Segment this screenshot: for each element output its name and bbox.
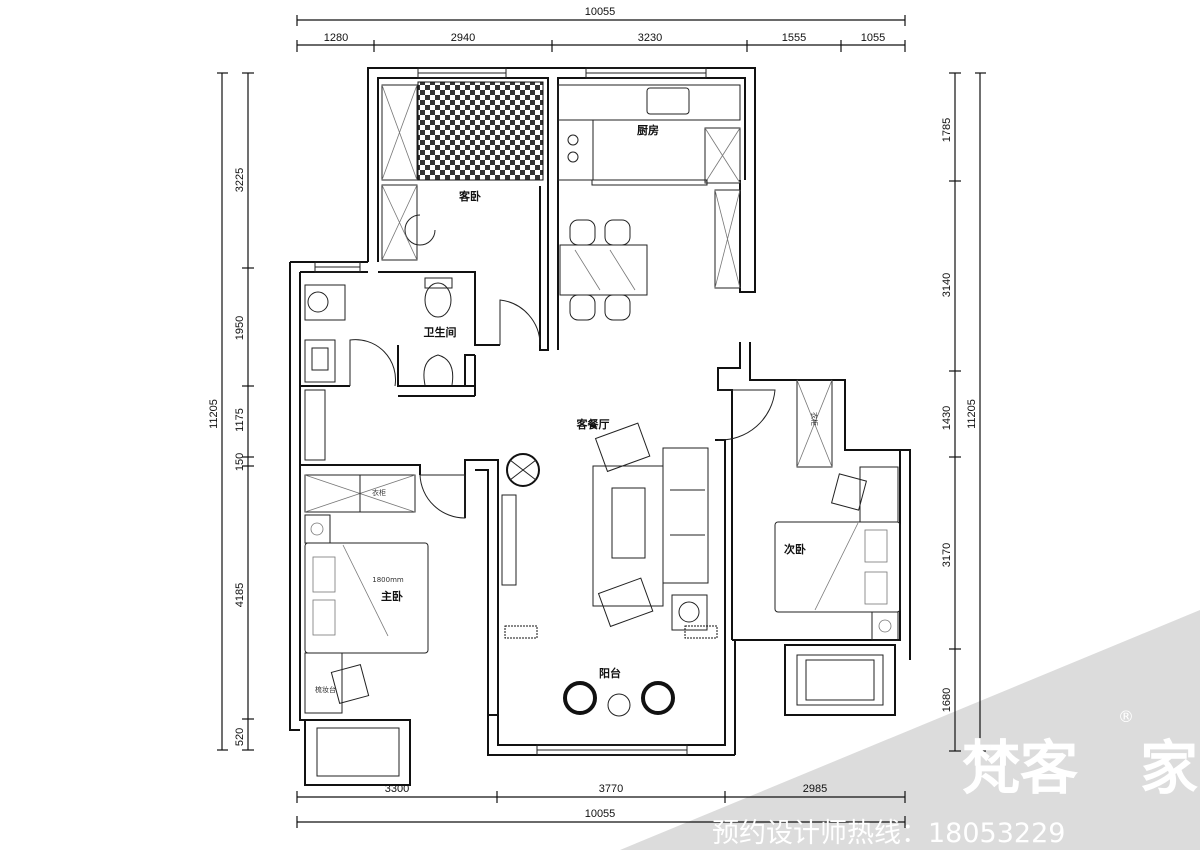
balcony-furniture xyxy=(563,681,675,717)
left-dimensions: 11205 3225 1950 1175 150 4185 520 xyxy=(208,72,254,751)
dim-bottom-3: 2985 xyxy=(803,783,827,795)
label-wardrobe-master: 衣柜 xyxy=(372,488,386,497)
bathroom-fixtures xyxy=(304,277,454,386)
dim-right-2: 3140 xyxy=(941,273,953,297)
dim-top-5: 1055 xyxy=(861,32,885,44)
dim-right-4: 3170 xyxy=(941,543,953,567)
dim-right-3: 1430 xyxy=(941,406,953,430)
dim-left-3: 1175 xyxy=(234,408,246,432)
label-balcony: 阳台 xyxy=(599,666,621,680)
second-bedroom-furniture xyxy=(774,379,901,641)
dim-left-2: 1950 xyxy=(234,316,246,340)
label-master-bed-size: 1800mm xyxy=(372,576,404,584)
dim-right-5: 1680 xyxy=(941,688,953,712)
walls xyxy=(289,67,911,786)
living-room-furniture xyxy=(501,422,718,639)
guest-bedroom-furniture xyxy=(381,81,544,261)
dim-left-5: 4185 xyxy=(234,583,246,607)
right-dimensions: 1785 3140 1430 3170 1680 11205 xyxy=(941,72,986,752)
dim-top-total: 10055 xyxy=(585,6,616,18)
watermark-hotline: 预约设计师热线：18053229 xyxy=(712,818,1065,849)
label-kitchen: 厨房 xyxy=(637,123,659,137)
dim-right-total: 11205 xyxy=(966,399,978,429)
watermark-brand-suffix: 家 xyxy=(1140,734,1198,802)
master-bedroom-furniture xyxy=(304,474,429,714)
dim-left-4: 150 xyxy=(234,453,246,471)
dim-right-1: 1785 xyxy=(941,118,953,142)
label-guest-bedroom: 客卧 xyxy=(458,189,481,203)
dim-top-3: 3230 xyxy=(638,32,662,44)
top-dimensions: 10055 1280 2940 3230 1555 1055 xyxy=(296,6,906,52)
dim-top-4: 1555 xyxy=(782,32,806,44)
dim-top-2: 2940 xyxy=(451,32,475,44)
watermark-brand: 梵客 xyxy=(962,734,1078,802)
label-bathroom: 卫生间 xyxy=(424,325,457,339)
doors xyxy=(349,214,776,519)
label-dresser: 梳妆台 xyxy=(315,685,336,694)
label-living-dining: 客餐厅 xyxy=(576,417,610,431)
watermark: 梵客 ® 家 预约设计师热线：18053229 xyxy=(712,707,1198,849)
dim-left-6: 520 xyxy=(234,728,246,746)
dim-bottom-2: 3770 xyxy=(599,783,623,795)
dim-left-total: 11205 xyxy=(208,399,220,429)
dim-bottom-total: 10055 xyxy=(585,808,616,820)
room-labels: 客卧 厨房 卫生间 客餐厅 1800mm 主卧 梳妆台 衣柜 次卧 衣柜 阳台 xyxy=(315,123,819,694)
dining-table xyxy=(559,219,648,321)
label-master-bedroom: 主卧 xyxy=(381,589,403,603)
label-wardrobe-second: 衣柜 xyxy=(810,412,819,426)
kitchen-furniture xyxy=(557,84,741,289)
watermark-band xyxy=(620,610,1200,850)
dim-left-1: 3225 xyxy=(234,168,246,192)
dim-top-1: 1280 xyxy=(324,32,348,44)
label-second-bedroom: 次卧 xyxy=(784,542,806,556)
watermark-registered: ® xyxy=(1118,707,1134,726)
